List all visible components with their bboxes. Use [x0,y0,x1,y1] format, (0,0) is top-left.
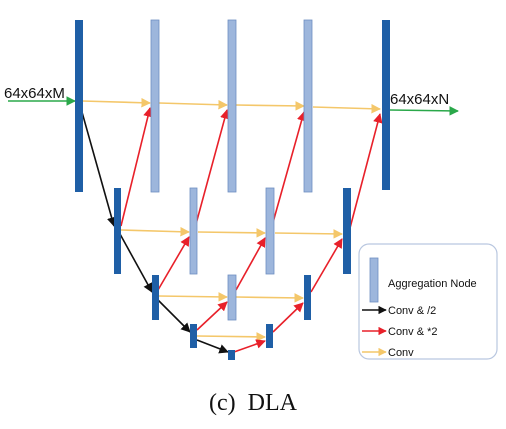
output-label: 64x64xN [390,91,449,108]
up-arrow-2 [195,109,230,225]
conv-line-row4-a [196,332,266,342]
main-node-level4-right [266,324,273,348]
up-arrow-4 [349,113,383,229]
io-lines [8,96,459,116]
legend-conv-up-label: Conv & *2 [388,326,438,338]
main-nodes [75,20,390,360]
aggregation-node-top-3 [303,19,313,193]
main-node-level3-right [304,275,311,320]
conv-line-row3-b [235,293,304,303]
main-node-output [382,20,390,190]
down-arrow-4 [196,339,229,354]
aggregation-node-mid-2 [265,187,275,275]
legend-conv-down-label: Conv & /2 [388,305,436,317]
downsample-connections [79,104,229,354]
figure-caption: (c) DLA [209,390,298,416]
up-arrow-3 [271,111,307,227]
aggregation-nodes [150,19,313,321]
legend-box [358,243,498,360]
conv-line-row2-a [120,226,190,237]
main-node-level2-left [114,188,121,274]
upsample-connections [120,107,383,353]
legend-aggregation-label: Aggregation Node [388,278,477,290]
aggregation-node-top-1 [150,19,160,193]
up-arrow-8 [196,301,228,331]
main-node-bottom [228,350,235,360]
up-arrow-5 [157,236,190,291]
output-line [389,106,459,116]
conv-line-row1-d [312,103,381,114]
down-arrow-1 [79,104,117,227]
main-node-input [75,20,83,192]
input-label: 64x64xM [4,85,65,102]
conv-line-row2-c [274,229,343,239]
conv-connections [81,97,381,342]
legend-aggregation-swatch [369,257,379,303]
legend: Aggregation Node Conv & /2 Conv & *2 Con… [358,243,498,360]
up-arrow-7 [310,238,343,293]
aggregation-node-top-2 [227,19,237,193]
conv-line-row1-c [235,101,305,111]
conv-line-row1-b [158,99,228,110]
up-arrow-1 [120,107,153,227]
conv-line-row1-a [81,97,151,108]
up-arrow-9 [272,302,304,333]
aggregation-node-mid-1 [189,187,198,275]
main-node-level4-left [190,324,197,348]
aggregation-node-low-1 [227,274,237,321]
up-arrow-10 [233,339,266,353]
conv-line-row3-a [157,292,228,302]
up-arrow-6 [235,237,266,291]
down-arrow-2 [119,233,153,293]
legend-conv-label: Conv [388,347,414,359]
main-node-level2-right [343,188,351,274]
down-arrow-3 [157,299,191,333]
main-node-level3-left [152,275,159,320]
conv-line-row2-b [197,228,266,238]
